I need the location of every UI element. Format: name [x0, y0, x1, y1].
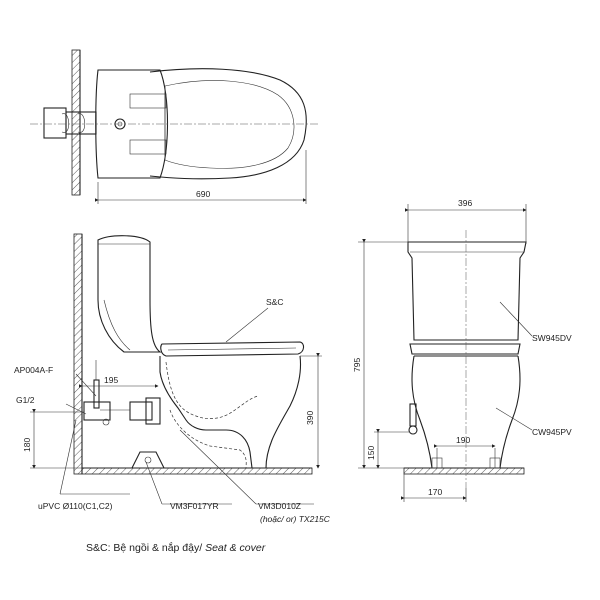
dim-rough-in: 195 — [104, 375, 118, 385]
dim-front-width: 396 — [458, 198, 472, 208]
legend-caption: S&C: Bệ ngồi & nắp đậy/ Seat & cover — [86, 542, 265, 554]
dim-top-length: 690 — [196, 189, 210, 199]
top-pipe-stub — [43, 107, 97, 139]
side-floor — [81, 467, 313, 475]
caption-italic: Seat & cover — [205, 542, 266, 554]
label-outlet-part: VM3D010Z — [258, 501, 301, 511]
front-seat — [409, 343, 521, 355]
label-pipe: uPVC Ø110(C1,C2) — [38, 501, 113, 511]
front-view: 396 795 150 190 170 SW945DV CW945PV — [352, 198, 572, 502]
side-view: 195 390 180 S&C AP004A-F G1/2 uPVC Ø110(… — [14, 233, 331, 524]
dim-supply-height: 180 — [22, 438, 32, 452]
label-tank-part: SW945DV — [532, 333, 572, 343]
top-bowl-rim — [149, 68, 307, 180]
dim-outlet-height: 390 — [305, 411, 315, 425]
front-floor — [403, 467, 525, 475]
label-bowl-part: CW945PV — [532, 427, 572, 437]
caption-prefix: S&C: Bệ ngồi & nắp đậy/ — [86, 542, 206, 554]
dim-base-center: 190 — [456, 435, 470, 445]
front-bowl — [411, 355, 433, 469]
label-seat-cover: S&C — [266, 297, 283, 307]
label-valve-part: AP004A-F — [14, 365, 53, 375]
label-outlet-alt: (hoặc/ or) TX215C — [260, 514, 331, 524]
side-bowl — [159, 356, 253, 469]
top-tank — [95, 69, 168, 179]
supply-valve-icon — [83, 360, 111, 426]
dim-base-bottom: 170 — [428, 487, 442, 497]
label-supply-size: G1/2 — [16, 395, 35, 405]
dim-base-left: 150 — [366, 446, 376, 460]
front-tank — [407, 241, 527, 341]
label-gasket: VM3F017YR — [170, 501, 219, 511]
top-view: 690 — [30, 49, 318, 204]
dim-front-height: 795 — [352, 358, 362, 372]
top-bowl-inner — [164, 80, 295, 169]
side-seat — [160, 341, 305, 357]
side-tank — [97, 235, 162, 353]
side-wall — [73, 233, 83, 475]
front-valve-icon — [408, 403, 418, 435]
top-wall — [71, 49, 81, 196]
